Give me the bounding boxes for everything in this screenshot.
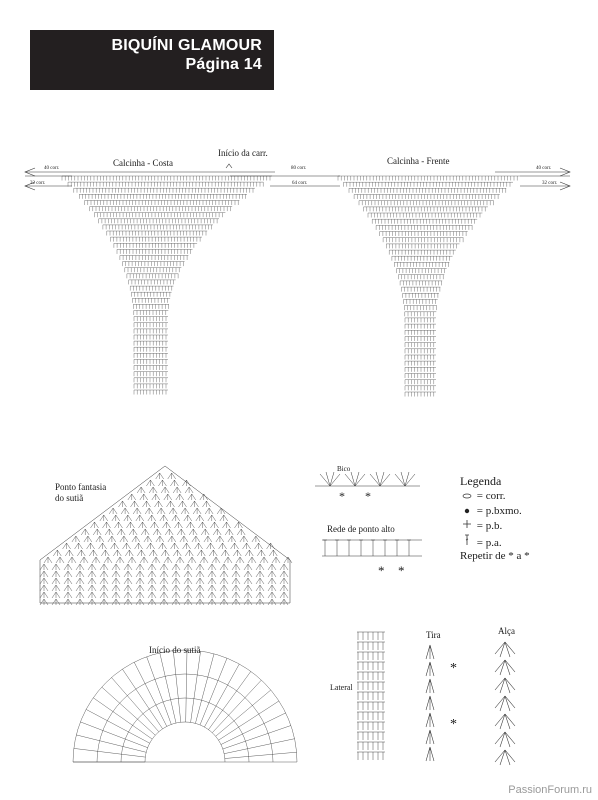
chain-arrowheads bbox=[24, 167, 571, 191]
lateral-stitch-pattern bbox=[357, 631, 385, 760]
row-start-label: Início da carr. bbox=[218, 148, 268, 158]
tira-label: Tira bbox=[426, 630, 441, 640]
legend-title: Legenda bbox=[460, 474, 502, 488]
rede-asterisk-1: * bbox=[378, 563, 385, 578]
alca-stitch-pattern bbox=[494, 641, 516, 766]
tira-asterisk-2: * bbox=[450, 717, 457, 732]
rede-asterisk-2: * bbox=[398, 563, 405, 578]
legend: Legenda = corr. = p.bxmo. = p.b. = p.a. … bbox=[460, 474, 530, 564]
rede-label: Rede de ponto alto bbox=[327, 524, 395, 534]
left-bottom-chain-count: 32 corr. bbox=[30, 181, 46, 186]
bra-fancy-outline bbox=[39, 465, 291, 604]
legend-repeat-note: Repetir de * a * bbox=[460, 550, 530, 562]
legend-item-single-crochet-text: = p.b. bbox=[476, 520, 503, 532]
legend-item-slip-stitch: = p.bxmo. bbox=[460, 504, 530, 519]
double-crochet-stick-icon bbox=[460, 534, 474, 551]
bico-stitch-pattern bbox=[315, 471, 420, 487]
right-top-chain-count: 40 corr. bbox=[536, 166, 552, 171]
tira-asterisk-1: * bbox=[450, 661, 457, 676]
panty-chain-lines bbox=[25, 171, 570, 187]
alca-label: Alça bbox=[498, 626, 515, 636]
legend-item-slip-stitch-text: = p.bxmo. bbox=[476, 505, 522, 517]
row-start-arrow bbox=[225, 163, 233, 169]
legend-item-single-crochet: = p.b. bbox=[460, 519, 530, 534]
chain-oval-icon bbox=[460, 489, 474, 504]
bra-fancy-stitch-label-line1: Ponto fantasia bbox=[55, 482, 107, 492]
right-bottom-chain-count: 32 corr. bbox=[542, 181, 558, 186]
bico-asterisk-2: * bbox=[365, 489, 371, 503]
bico-label: Bico bbox=[337, 465, 351, 473]
rede-stitch-pattern bbox=[322, 539, 422, 557]
bra-start-label: Início do sutiã bbox=[149, 645, 201, 655]
page-number: Página 14 bbox=[185, 56, 262, 73]
watermark: PassionForum.ru bbox=[508, 784, 592, 796]
panty-back-label: Calcinha - Costa bbox=[113, 158, 173, 168]
single-crochet-plus-icon bbox=[460, 519, 474, 534]
middle-bottom-chain-count: 64 corr. bbox=[292, 181, 308, 186]
tira-stitch-pattern bbox=[425, 644, 435, 762]
title-banner: BIQUÍNI GLAMOUR Página 14 bbox=[30, 30, 274, 90]
panty-front-label: Calcinha - Frente bbox=[387, 156, 450, 166]
bico-asterisk-1: * bbox=[339, 489, 345, 503]
slip-stitch-dot-icon bbox=[460, 504, 474, 519]
panty-front-stitch-grid bbox=[337, 175, 520, 397]
bra-fancy-stitch-grid bbox=[39, 472, 293, 606]
left-top-chain-count: 40 corr. bbox=[44, 166, 60, 171]
middle-top-chain-count: 80 corr. bbox=[291, 166, 307, 171]
panty-back-stitch-grid bbox=[61, 175, 272, 395]
legend-item-chain-text: = corr. bbox=[476, 490, 506, 502]
page-title: BIQUÍNI GLAMOUR bbox=[111, 37, 262, 54]
legend-item-double-crochet-text: = p.a. bbox=[476, 537, 502, 549]
legend-item-double-crochet: = p.a. bbox=[460, 534, 530, 549]
legend-item-chain: = corr. bbox=[460, 489, 530, 504]
bra-fancy-stitch-label-line2: do sutiã bbox=[55, 493, 84, 503]
bra-start-fan bbox=[72, 649, 298, 763]
lateral-label: Lateral bbox=[330, 683, 353, 692]
